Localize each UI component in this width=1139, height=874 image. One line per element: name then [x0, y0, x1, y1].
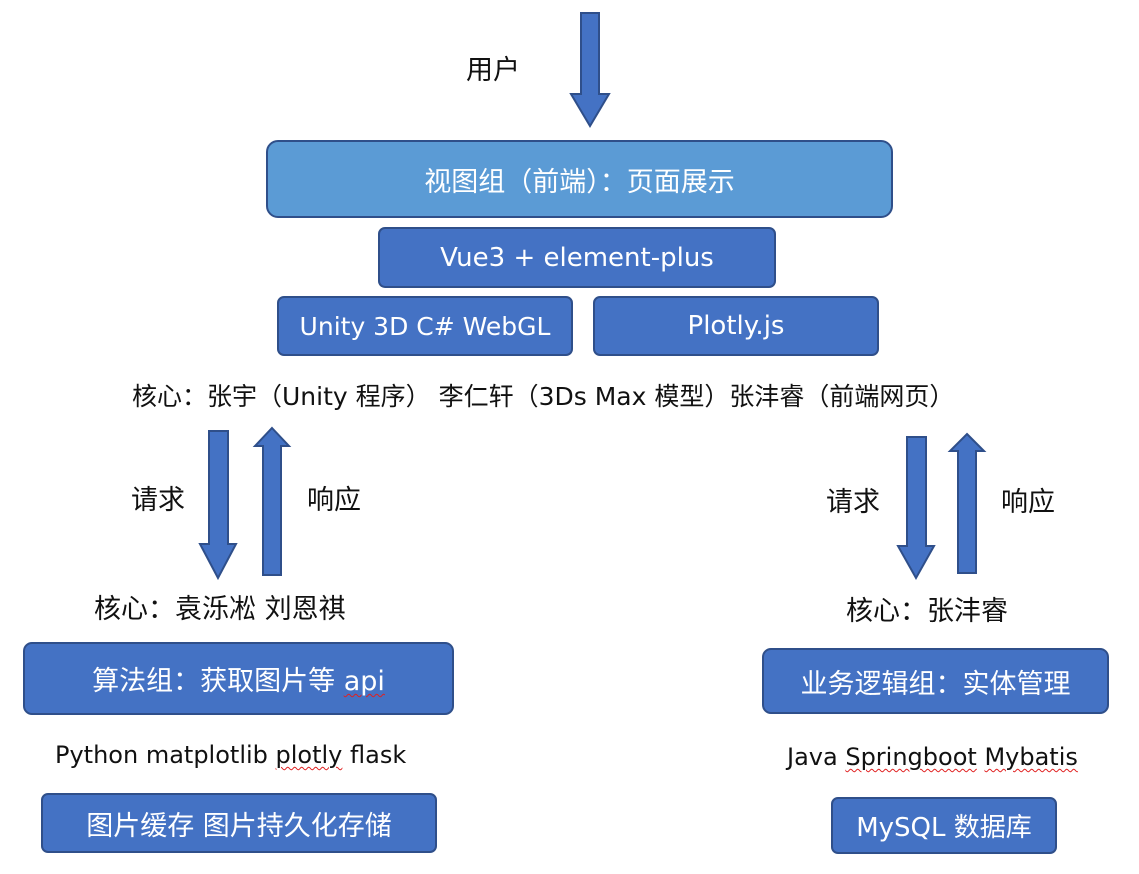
algo-tech-stack: Python matplotlib plotly flask: [55, 741, 407, 769]
right-response-arrow: [947, 432, 987, 574]
response-label-right: 响应: [1001, 487, 1055, 518]
plotly-box: Plotly.js: [593, 296, 879, 356]
user-label: 用户: [466, 55, 520, 86]
logic-group-box: 业务逻辑组：实体管理: [762, 648, 1109, 714]
view-group-box: 视图组（前端）：页面展示: [266, 140, 893, 218]
logic-group-label: 业务逻辑组：实体管理: [800, 668, 1071, 700]
core-front-team: 核心：张宇（Unity 程序） 李仁轩（3Ds Max 模型）张沣睿（前端网页）: [132, 382, 955, 411]
request-label-left: 请求: [131, 485, 185, 516]
unity-label: Unity 3D C# WebGL: [299, 311, 551, 341]
view-group-label: 视图组（前端）：页面展示: [424, 166, 735, 198]
mysql-label: MySQL 数据库: [856, 813, 1032, 843]
user-down-arrow: [569, 12, 611, 128]
request-label-right: 请求: [826, 487, 880, 518]
unity-box: Unity 3D C# WebGL: [277, 296, 573, 356]
core-logic-team: 核心：张沣睿: [846, 596, 1008, 627]
algo-group-box: 算法组：获取图片等 api: [23, 642, 454, 715]
algo-group-label: 算法组：获取图片等 api: [92, 666, 385, 697]
plotly-label: Plotly.js: [687, 311, 785, 341]
core-algo-team: 核心：袁泺凇 刘恩祺: [94, 594, 346, 625]
right-request-arrow: [896, 436, 936, 581]
left-request-arrow: [198, 430, 238, 581]
mysql-box: MySQL 数据库: [831, 797, 1057, 854]
vue-box: Vue3 + element-plus: [378, 227, 776, 288]
vue-label: Vue3 + element-plus: [440, 242, 714, 273]
image-cache-label: 图片缓存 图片持久化存储: [86, 810, 392, 842]
image-cache-box: 图片缓存 图片持久化存储: [41, 793, 437, 853]
response-label-left: 响应: [307, 485, 361, 516]
logic-tech-stack: Java Springboot Mybatis: [787, 743, 1078, 771]
left-response-arrow: [252, 426, 292, 576]
